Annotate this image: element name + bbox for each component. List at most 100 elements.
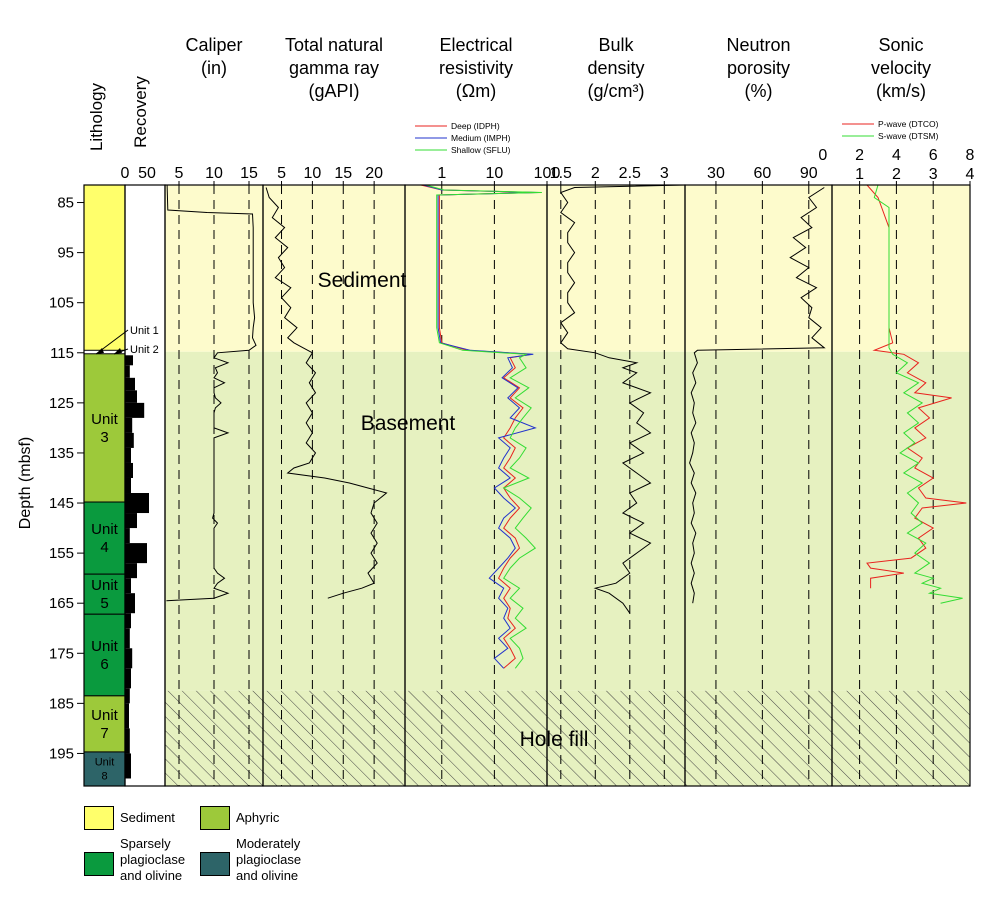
legend-label: P-wave (DTCO): [878, 119, 939, 129]
recovery-bar: [125, 753, 131, 779]
recovery-bar: [125, 543, 147, 564]
recovery-bar: [125, 432, 134, 448]
track-tick-label: 2.5: [619, 165, 641, 182]
series-bulk: [560, 184, 686, 614]
legend-label-sediment: Sediment: [120, 810, 175, 825]
depth-tick-label: 185: [49, 695, 74, 712]
recovery-column: [125, 185, 165, 786]
legend-label-sparsely: Sparsely plagioclase and olivine: [120, 836, 186, 883]
zone-basement: [165, 351, 970, 691]
legend-label: S-wave (DTSM): [878, 131, 939, 141]
zone-hatch: [165, 690, 970, 786]
zone-label-sediment: Sediment: [318, 269, 407, 292]
track-tick-label: 2: [892, 166, 901, 183]
recovery-bar: [125, 513, 137, 529]
recovery-column-label: Recovery: [131, 76, 150, 148]
unit-pointer-label: Unit 2: [130, 344, 159, 356]
depth-tick-label: 105: [49, 295, 74, 312]
legend-swatch-sediment: [84, 806, 114, 830]
recovery-bar: [125, 355, 133, 366]
track-tick-label: 3: [660, 165, 669, 182]
unit-pointer-label: Unit 1: [130, 325, 159, 337]
track-tick-label: 5: [277, 165, 286, 182]
track-tick-label: 10: [303, 165, 321, 182]
depth-tick-label: 125: [49, 395, 74, 412]
recovery-bar: [125, 365, 130, 378]
track-tick-label: 10: [205, 165, 223, 182]
legend-swatch-aphyric: [200, 806, 230, 830]
recovery-bar: [125, 703, 129, 729]
series-deep-idph: [420, 184, 536, 669]
depth-tick-label: 85: [57, 195, 74, 212]
legend-label: Medium (IMPH): [451, 133, 511, 143]
recovery-bar: [125, 593, 135, 614]
series-caliper: [166, 184, 257, 602]
series-neutron: [689, 187, 826, 604]
recovery-bar: [125, 377, 135, 391]
track-title-caliper: Caliper(in): [185, 35, 242, 78]
legend-label-moderately: Moderately plagioclase and olivine: [236, 836, 302, 883]
lithology-unit-1: [83, 184, 126, 351]
track-frame: [831, 184, 971, 787]
track-tick-label: 1: [855, 166, 864, 183]
unit-pointer-arrow: [114, 348, 122, 354]
recovery-bar: [125, 417, 133, 433]
legend-swatch-sparsely: [84, 852, 114, 876]
recovery-bar: [125, 628, 130, 649]
track-tick-label: 1.5: [550, 165, 572, 182]
legend-label: Shallow (SFLU): [451, 145, 511, 155]
recovery-bar: [125, 477, 131, 494]
depth-tick-label: 115: [50, 345, 74, 362]
recovery-bar: [125, 402, 145, 418]
track-top-tick-label: 2: [855, 147, 864, 164]
recovery-bar: [125, 578, 131, 594]
depth-tick-label: 135: [49, 445, 74, 462]
recovery-bar: [125, 613, 131, 629]
track-top-tick-label: 6: [929, 147, 938, 164]
depth-tick-label: 95: [57, 245, 74, 262]
depth-tick-label: 145: [49, 495, 74, 512]
depth-tick-label: 165: [49, 595, 74, 612]
recovery-tick-label: 0: [121, 165, 130, 182]
track-tick-label: 15: [240, 165, 258, 182]
series-total-natural: [265, 187, 388, 599]
series-shallow-sflu: [425, 184, 542, 669]
depth-tick-label: 195: [49, 745, 74, 762]
depth-tick-label: 155: [49, 545, 74, 562]
unit-pointer-arrow: [96, 348, 104, 354]
depth-axis-label: Depth (mbsf): [17, 437, 34, 529]
legend-label: Deep (IDPH): [451, 121, 500, 131]
track-tick-label: 20: [365, 165, 383, 182]
track-tick-label: 1: [437, 165, 446, 182]
track-tick-label: 5: [175, 165, 184, 182]
lithology-column-label: Lithology: [87, 82, 106, 151]
track-tick-label: 90: [800, 165, 818, 182]
legend-swatch-moderately: [200, 852, 230, 876]
track-tick-label: 100: [534, 165, 561, 182]
track-tick-label: 60: [753, 165, 771, 182]
recovery-bar: [125, 688, 130, 704]
recovery-bar: [125, 563, 137, 579]
track-tick-label: 3: [929, 166, 938, 183]
series-s-wave-dtsm: [873, 184, 963, 604]
legend-label-aphyric: Aphyric: [236, 810, 280, 825]
recovery-bar: [125, 493, 149, 514]
track-top-tick-label: 8: [966, 147, 975, 164]
track-tick-label: 15: [334, 165, 352, 182]
recovery-tick-label: 50: [138, 165, 156, 182]
track-tick-label: 4: [966, 166, 975, 183]
zone-label-basement: Basement: [361, 412, 456, 435]
zone-label-hole-fill: Hole fill: [520, 728, 589, 751]
track-tick-label: 2: [591, 165, 600, 182]
recovery-bar: [125, 648, 133, 669]
track-tick-label: 10: [485, 165, 503, 182]
track-top-tick-label: 0: [818, 147, 827, 164]
